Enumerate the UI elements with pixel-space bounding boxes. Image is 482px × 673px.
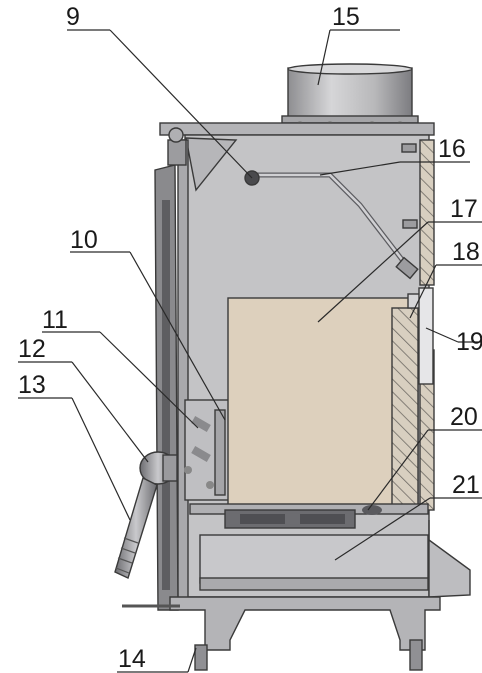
callout-14: 14 bbox=[118, 645, 146, 673]
grate-and-ashpan bbox=[189, 503, 429, 591]
callout-15: 15 bbox=[332, 3, 360, 31]
callout-13: 13 bbox=[18, 371, 46, 399]
leader-lines bbox=[18, 29, 482, 673]
callout-12: 12 bbox=[18, 335, 46, 363]
callout-11: 11 bbox=[42, 306, 68, 334]
callout-9: 9 bbox=[66, 3, 80, 31]
callout-10: 10 bbox=[70, 226, 98, 254]
callout-17: 17 bbox=[450, 195, 478, 223]
side-vent-plate bbox=[418, 287, 434, 385]
air-control-assembly bbox=[184, 399, 230, 501]
flue-collar bbox=[281, 63, 419, 127]
stove-base bbox=[122, 596, 441, 671]
callout-21: 21 bbox=[452, 471, 480, 499]
callout-20: 20 bbox=[450, 403, 478, 431]
callout-16: 16 bbox=[438, 135, 466, 163]
callout-18: 18 bbox=[452, 238, 480, 266]
callout-19: 19 bbox=[456, 328, 482, 356]
door-handle bbox=[114, 451, 178, 579]
callout-labels: 9 15 16 17 18 19 10 11 12 13 14 20 21 bbox=[18, 3, 482, 673]
